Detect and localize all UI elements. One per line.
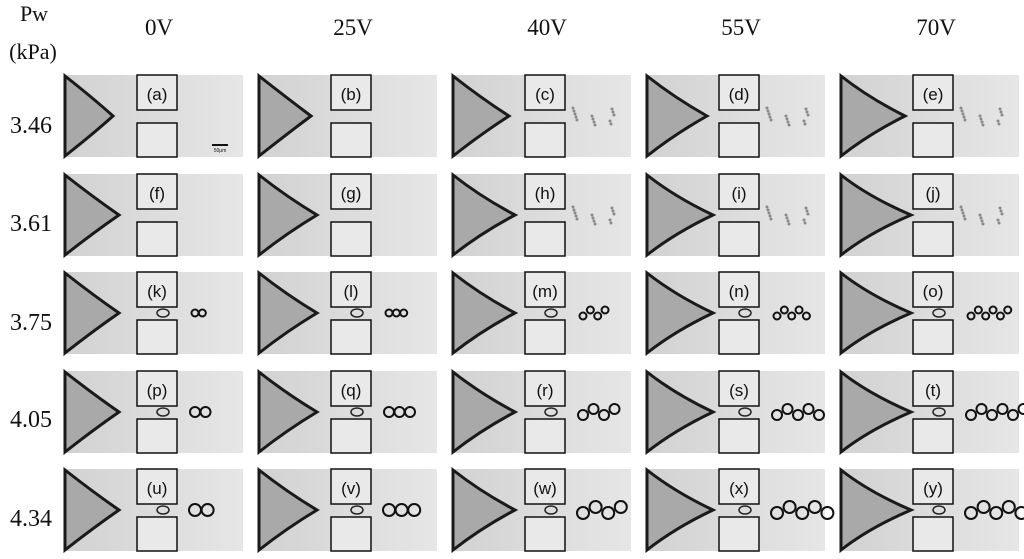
pressure-axis-unit: (kPa) [9,39,57,64]
micrograph-panel: (q) [257,368,437,456]
micrograph-panel: (o) [839,269,1019,357]
micrograph-panel: (e) [839,72,1019,160]
panel-label: (o) [923,282,944,301]
panel-label: (g) [341,184,362,203]
micrograph-panel: (y) [839,466,1024,554]
micrograph-panel: (l) [257,269,437,357]
panel-label: (m) [532,282,557,301]
micrograph-panel: (m) [451,269,631,357]
row-label-2: 3.75 [10,310,52,336]
micrograph-panel: (t) [839,368,1024,456]
column-label-4: 70V [916,15,956,40]
panel-label: (t) [925,381,941,400]
panel-label: (x) [729,479,749,498]
micrograph-panel: (b) [257,72,437,160]
panel-label: (r) [537,381,554,400]
panel-label: (j) [925,184,940,203]
row-label-0: 3.46 [10,113,52,139]
panel-label: (i) [731,184,746,203]
panel-label: (a) [147,85,168,104]
micrograph-panel: (h) [451,171,631,259]
column-label-0: 0V [144,15,174,40]
panel-label: (h) [535,184,556,203]
panel-label: (w) [533,479,557,498]
micrograph-panel: (u) [63,466,243,554]
panel-label: (s) [729,381,749,400]
pressure-axis-title: Pw [19,1,49,26]
row-label-4: 4.34 [10,506,52,532]
panel-label: (q) [341,381,362,400]
panel-label: (p) [147,381,168,400]
row-label-1: 3.61 [10,211,52,237]
panel-label: (c) [535,85,555,104]
panel-label: (k) [147,282,167,301]
panel-label: (y) [923,479,943,498]
micrograph-panel: (n) [645,269,825,357]
panel-label: (v) [341,479,361,498]
micrograph-panel: (a) 50μm [63,72,243,160]
micrograph-panel: (x) [645,466,835,554]
micrograph-panel: (k) [63,269,243,357]
micrograph-panel: (s) [645,368,825,456]
column-label-3: 55V [721,15,761,40]
panel-label: (e) [923,85,944,104]
micrograph-panel: (j) [839,171,1019,259]
row-label-3: 4.05 [10,407,52,433]
column-label-2: 40V [527,15,567,40]
scale-bar-label: 50μm [214,148,227,154]
micrograph-panel: (c) [451,72,631,160]
micrograph-panel: (p) [63,368,243,456]
micrograph-panel: (i) [645,171,825,259]
panel-label: (d) [729,85,750,104]
micrograph-panel: (f) [63,171,243,259]
micrograph-panel: (g) [257,171,437,259]
column-label-1: 25V [333,15,373,40]
micrograph-panel: (d) [645,72,825,160]
micrograph-panel: (v) [257,466,437,554]
panel-label: (n) [729,282,750,301]
micrograph-panel: (w) [451,466,631,554]
panel-label: (l) [343,282,358,301]
panel-label: (u) [147,479,168,498]
panel-label: (b) [341,85,362,104]
panel-label: (f) [149,184,165,203]
micrograph-panel: (r) [451,368,631,456]
